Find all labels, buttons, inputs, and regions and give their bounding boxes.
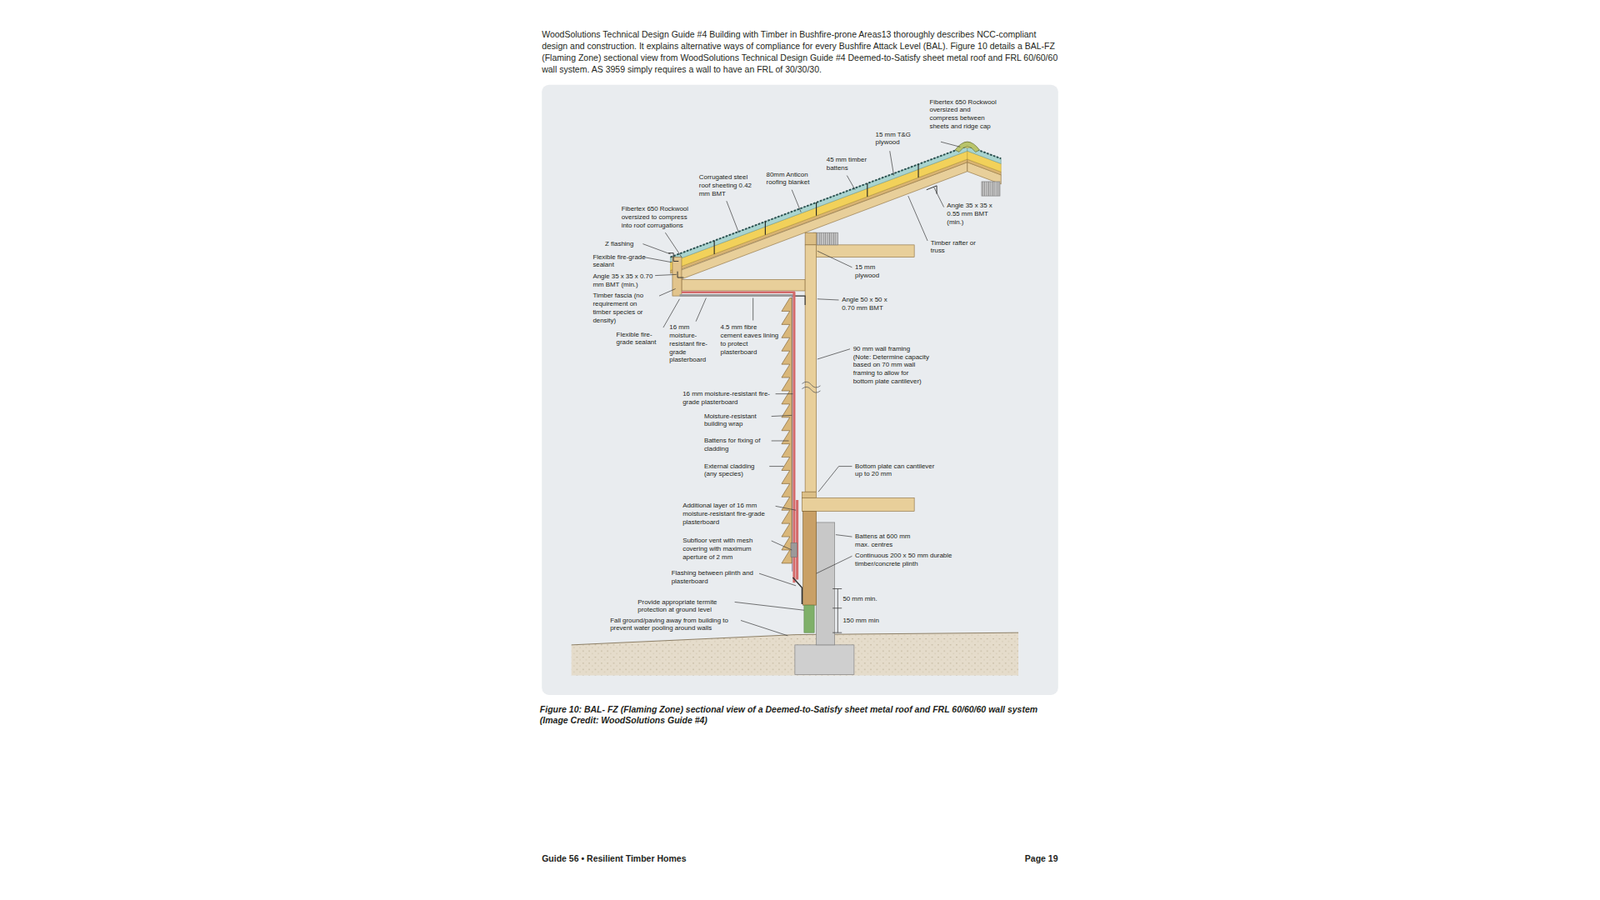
callout-label: Angle 35 x 35 x 0.55 mm BMT (min.) — [946, 201, 999, 226]
rafter — [677, 162, 968, 281]
callout-label: Subfloor vent with mesh covering with ma… — [682, 536, 770, 561]
eave-plasterboard — [681, 291, 795, 294]
callout-label: Corrugated steel roof sheeting 0.42 mm B… — [699, 173, 760, 198]
callout-label: 90 mm wall framing (Note: Determine capa… — [853, 345, 930, 386]
angle-bracket — [795, 295, 805, 305]
callout-label: 80mm Anticon roofing blanket — [766, 170, 824, 188]
callout-label: Z flashing — [605, 240, 655, 249]
body-paragraph: WoodSolutions Technical Design Guide #4 … — [541, 28, 1059, 75]
footer-title: Guide 56 • Resilient Timber Homes — [541, 853, 792, 865]
plywood-layer — [670, 159, 967, 274]
callout-label: 16 mm moisture-resistant fire-grade plas… — [669, 323, 711, 365]
dimension-tick — [832, 607, 842, 609]
timber-fascia — [672, 257, 682, 297]
eave-beam — [681, 280, 805, 291]
callout-label: 15 mm plywood — [855, 263, 885, 280]
gable-vent — [981, 181, 1000, 196]
additional-plasterboard — [795, 500, 799, 580]
ground-line — [571, 632, 1019, 645]
callout-label: 15 mm T&G plywood — [875, 130, 915, 148]
wall-plasterboard — [792, 291, 795, 583]
callout-label: Flexible fire-grade sealant — [592, 253, 646, 270]
batten — [866, 183, 868, 197]
dimension-tick — [832, 588, 842, 590]
roof-sheeting — [670, 145, 967, 257]
callout-label: Timber fascia (no requirement on timber … — [592, 291, 656, 325]
external-cladding — [781, 298, 792, 564]
eave-lining — [680, 294, 795, 297]
batten — [815, 202, 817, 216]
batten — [917, 164, 919, 178]
termite-protection — [804, 605, 815, 633]
callout-label: Angle 50 x 50 x 0.70 mm BMT — [841, 295, 899, 313]
batten — [714, 240, 715, 255]
callout-label: Fall ground/paving away from building to… — [610, 616, 737, 634]
callout-label: Flashing between plinth and plasterboard — [671, 569, 757, 586]
floor-joist — [801, 498, 915, 512]
plinth — [803, 510, 817, 605]
dimension-line — [837, 589, 839, 634]
roofing-blanket — [670, 145, 967, 263]
callout-label: Flexible fire-grade sealant — [616, 330, 667, 348]
flashing — [792, 577, 802, 605]
dimension-label: 150 mm min — [842, 616, 893, 625]
callout-label: Battens for fixing of cladding — [704, 436, 771, 454]
dimension-tick — [832, 632, 842, 634]
dimension-lines — [832, 589, 842, 634]
callout-label: Angle 35 x 35 x 0.70 mm BMT (min.) — [592, 272, 660, 290]
callout-label: Timber rafter or truss — [930, 239, 981, 256]
callout-label: Additional layer of 16 mm moisture-resis… — [682, 501, 775, 526]
callout-label: Battens at 600 mm max. centres — [855, 532, 922, 550]
callout-label: External cladding (any species) — [704, 462, 770, 480]
figure-caption: Figure 10: BAL- FZ (Flaming Zone) sectio… — [540, 704, 1060, 727]
insulation-layer — [670, 150, 967, 270]
batten — [765, 221, 766, 235]
callout-label: 4.5 mm fibre cement eaves lining to prot… — [720, 323, 780, 356]
wall-stud — [805, 245, 816, 492]
callout-label: Continuous 200 x 50 mm durable timber/co… — [855, 551, 964, 569]
footing — [795, 645, 855, 675]
dimension-label: 50 mm min. — [842, 595, 893, 604]
eave-vent — [813, 232, 838, 245]
bottom-plate — [801, 491, 816, 498]
ridge-cap — [955, 141, 980, 152]
ground — [571, 632, 1019, 675]
callout-label: Fibertex 650 Rockwool oversized to compr… — [621, 205, 697, 230]
top-plate — [805, 232, 816, 245]
callout-label: Fibertex 650 Rockwool oversized and comp… — [930, 98, 999, 131]
callout-label: 16 mm moisture-resistant fire-grade plas… — [682, 390, 776, 407]
z-flashing — [668, 253, 679, 262]
callout-label: 45 mm timber battens — [826, 155, 874, 173]
break-symbol — [801, 381, 820, 393]
figure-panel — [541, 85, 1059, 695]
page-number: Page 19 — [980, 853, 1059, 865]
callout-label: Bottom plate can cantilever up to 20 mm — [855, 462, 937, 480]
ceiling-joist — [816, 245, 915, 258]
callout-label: Moisture-resistant building wrap — [704, 412, 771, 430]
angle-bracket — [677, 271, 684, 278]
pier — [816, 522, 835, 645]
callout-label: Provide appropriate termite protection a… — [637, 598, 735, 615]
